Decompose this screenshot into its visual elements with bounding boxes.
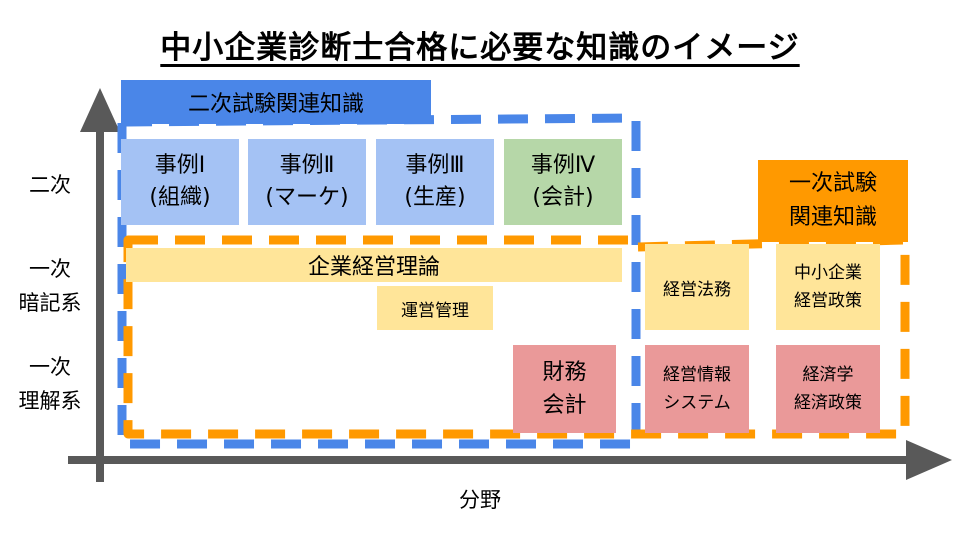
y-label-ichiji-memorization: 一次 暗記系 [18, 257, 82, 315]
y-label-niji: 二次 [29, 173, 71, 197]
subject-kigyo-keiei-riron: 企業経営理論 [126, 248, 622, 282]
case-box-3: 事例Ⅲ (生産) [376, 139, 494, 225]
subject-chusho-kigyo: 中小企業 経営政策 [776, 244, 880, 330]
subject-keiei-houmu: 経営法務 [645, 244, 749, 330]
niji-group-border [117, 113, 641, 449]
subject-zaimu-kaikei: 財務 会計 [513, 345, 616, 433]
y-label-ichiji-understanding: 一次 理解系 [18, 355, 82, 413]
case-box-2: 事例Ⅱ (マーケ) [248, 139, 366, 225]
y-axis-arrowhead [80, 88, 120, 132]
x-axis-arrowhead [906, 440, 952, 480]
subject-unei-kanri: 運営管理 [377, 286, 493, 330]
x-axis-label: 分野 [459, 488, 501, 512]
case-box-4: 事例Ⅳ (会計) [504, 139, 622, 225]
subject-keiei-jouhou: 経営情報 システム [645, 345, 749, 433]
subject-keizaigaku: 経済学 経済政策 [776, 345, 880, 433]
niji-group-header: 二次試験関連知識 [121, 80, 431, 124]
ichiji-group-header: 一次試験 関連知識 [758, 160, 908, 242]
page-title: 中小企業診断士合格に必要な知識のイメージ [160, 30, 800, 66]
case-box-1: 事例Ⅰ (組織) [121, 139, 239, 225]
ichiji-group-border [123, 235, 910, 439]
